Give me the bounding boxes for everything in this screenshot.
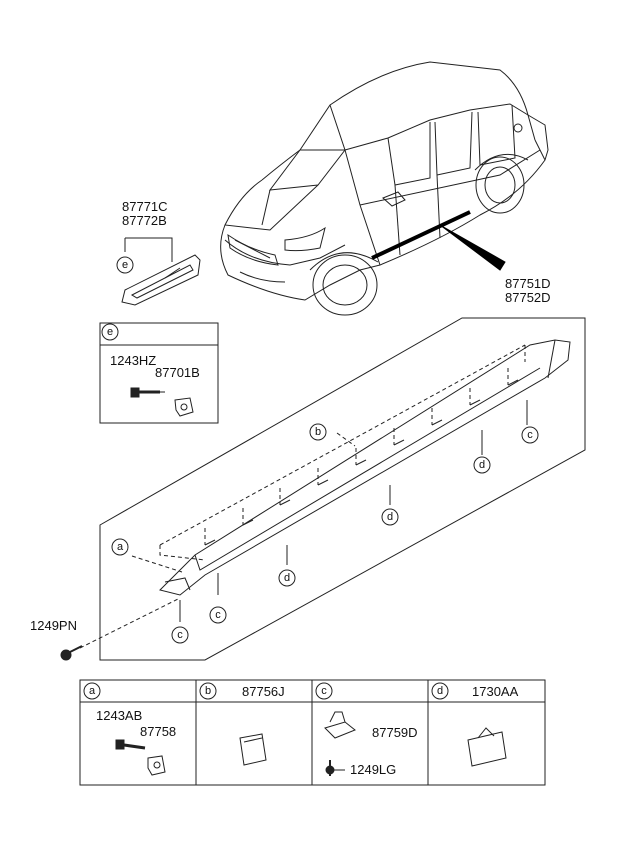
table-key-b: b — [205, 685, 211, 697]
parts-table — [79, 679, 546, 786]
table-header-b-part: 87756J — [242, 684, 285, 699]
table-key-d: d — [437, 685, 443, 697]
label-87772b: 87772B — [122, 213, 167, 228]
garnish-part — [121, 237, 201, 306]
nut-87701b — [174, 397, 194, 417]
clip-1730aa — [467, 727, 507, 767]
label-87758: 87758 — [140, 724, 176, 739]
label-87752d: 87752D — [505, 290, 551, 305]
callout-c-right: c — [527, 429, 533, 441]
label-87771c: 87771C — [122, 199, 168, 214]
label-1243hz: 1243HZ — [110, 353, 156, 368]
clip-arrows — [179, 379, 528, 622]
callout-e-garnish: e — [122, 259, 128, 271]
screw-1249pn — [60, 645, 83, 661]
callout-d-right: d — [479, 459, 485, 471]
box-e — [99, 322, 219, 424]
bolt-1243hz — [130, 387, 165, 398]
label-1249pn: 1249PN — [30, 618, 77, 633]
side-sill-molding — [159, 339, 571, 596]
callout-c-left: c — [177, 629, 183, 641]
screw-1249lg — [325, 760, 345, 776]
callout-e-box: e — [107, 326, 113, 338]
bolt-1243ab — [115, 739, 146, 750]
table-key-c: c — [321, 685, 327, 697]
label-1249lg: 1249LG — [350, 762, 396, 777]
nut-87758 — [147, 755, 166, 776]
label-1243ab: 1243AB — [96, 708, 142, 723]
callout-b: b — [315, 426, 321, 438]
callout-d-middle: d — [387, 511, 393, 523]
table-header-d-part: 1730AA — [472, 684, 519, 699]
molding-panel-frame — [99, 317, 586, 661]
clip-87756j — [239, 733, 267, 766]
table-key-a: a — [89, 685, 96, 697]
callout-a: a — [117, 541, 124, 553]
sill-pointer — [439, 224, 506, 271]
label-87759d: 87759D — [372, 725, 418, 740]
callout-circles — [83, 256, 539, 700]
clip-87759d — [324, 711, 356, 739]
callout-c-middle: c — [215, 609, 221, 621]
car-illustration — [220, 61, 549, 316]
clip-dashed-lines — [79, 344, 526, 649]
callout-d-left: d — [284, 572, 290, 584]
label-87701b: 87701B — [155, 365, 200, 380]
label-87751d: 87751D — [505, 276, 551, 291]
